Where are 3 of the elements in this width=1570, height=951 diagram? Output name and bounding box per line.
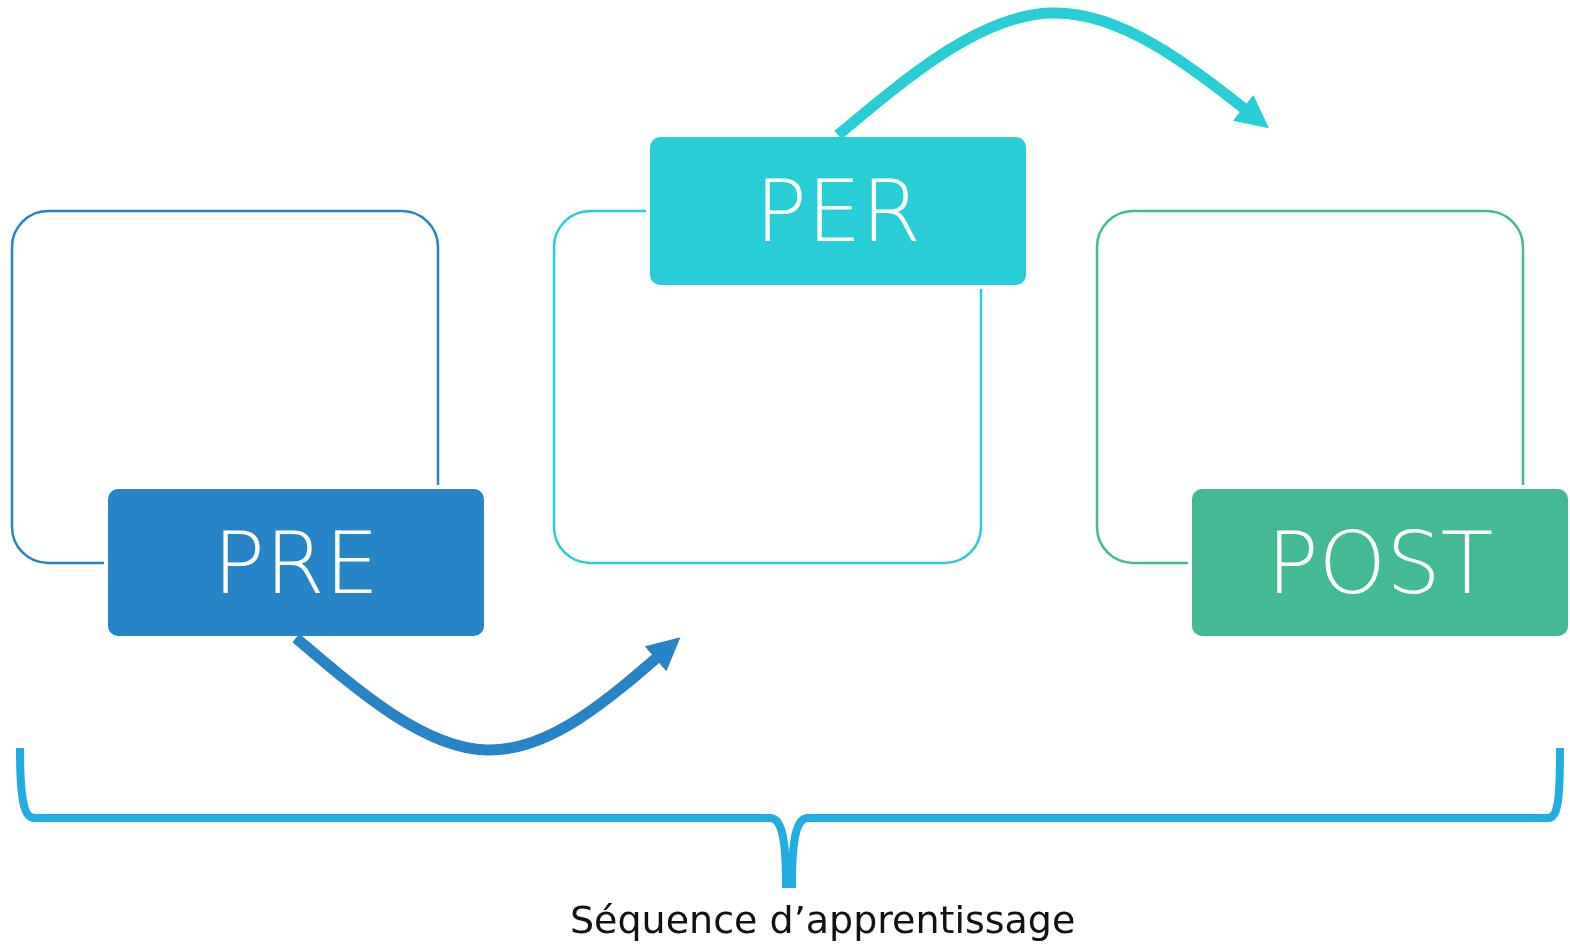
curved-arrow <box>292 633 681 756</box>
curved-arrow <box>834 7 1269 140</box>
bracket-label: Séquence d’apprentissage <box>570 898 1076 942</box>
